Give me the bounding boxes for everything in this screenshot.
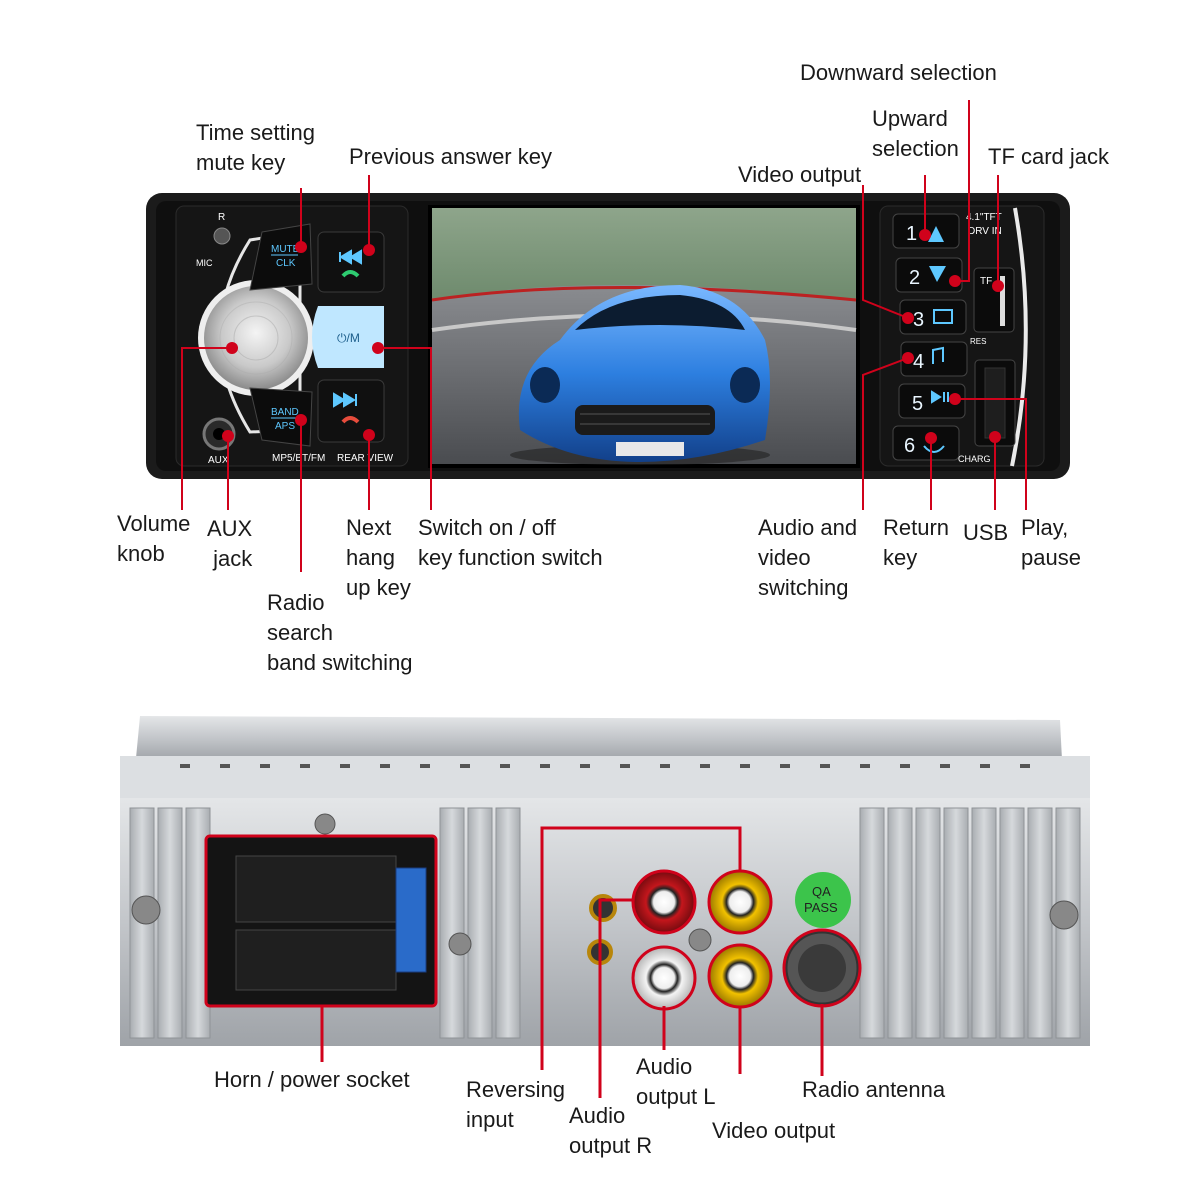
key-2[interactable]: 2 (895, 257, 963, 293)
label-volume-knob: Volume knob (117, 511, 191, 566)
svg-text:APS: APS (275, 421, 295, 432)
next-track-icon (333, 392, 357, 408)
label-audio-output-r: Audio output R (569, 1103, 653, 1158)
label-audio-output-l: Audio output L (636, 1054, 716, 1109)
next-hang-up-button[interactable] (317, 379, 385, 443)
label-radio-antenna: Radio antenna (802, 1077, 946, 1102)
return-icon (923, 445, 945, 453)
ir-sensor (213, 227, 231, 245)
label-aux-jack: AUX jack (207, 516, 253, 571)
band-aps-button[interactable]: BAND APS (249, 387, 313, 447)
svg-text:3: 3 (913, 309, 924, 331)
svg-text:1: 1 (906, 223, 917, 245)
tv-icon (933, 309, 953, 324)
label-return-key: Return key (883, 515, 950, 570)
rear-callouts (204, 826, 862, 1098)
tft-label: 4.1"TFT (966, 212, 1002, 223)
rear-view-label: REAR VIEW (337, 453, 394, 464)
key-6[interactable]: 6 (892, 425, 960, 461)
svg-text:PASS: PASS (804, 900, 838, 915)
drv-in-label: DRV IN (968, 226, 1002, 237)
res-label: RES (970, 337, 986, 346)
audio-r-jack (634, 872, 694, 932)
label-video-output-bottom: Video output (712, 1118, 836, 1143)
label-horn-power: Horn / power socket (214, 1067, 410, 1092)
charg-label: CHARG (958, 454, 991, 464)
label-switch-on-off: Switch on / off key function switch (418, 515, 603, 570)
music-icon (932, 346, 944, 364)
qa-pass-sticker: QA PASS (795, 872, 851, 928)
phone-hangup-icon (341, 416, 360, 424)
label-audio-video-switching: Audio and video switching (758, 515, 858, 600)
phone-answer-icon (341, 270, 360, 278)
svg-text:2: 2 (909, 267, 920, 289)
label-time-setting-mute: Time setting mute key (196, 120, 316, 175)
screw-icon (131, 813, 1079, 956)
label-play-pause: Play, pause (1021, 515, 1081, 570)
svg-text:4: 4 (913, 351, 924, 373)
front-panel: R MIC AUX MUTE CLK BAND APS (146, 193, 1070, 479)
aux-label: AUX (208, 455, 229, 466)
arrow-down-icon (929, 266, 946, 282)
prev-track-icon (339, 249, 362, 265)
key-4[interactable]: 4 (900, 341, 968, 377)
usb-port[interactable] (974, 359, 1016, 447)
key-3[interactable]: 3 (899, 299, 967, 335)
svg-text:5: 5 (912, 393, 923, 415)
svg-text:CLK: CLK (276, 258, 296, 269)
svg-text:⏻/M: ⏻/M (337, 331, 360, 345)
rear-panel: QA PASS (120, 716, 1090, 1046)
label-tf-card-jack: TF card jack (988, 144, 1110, 169)
reversing-terminal (589, 894, 617, 922)
video-out-jack (710, 946, 770, 1006)
audio-l-jack (634, 948, 694, 1008)
arrow-up-icon (928, 226, 944, 242)
svg-text:TF: TF (980, 276, 992, 287)
label-reversing-input: Reversing input (466, 1077, 566, 1132)
volume-knob[interactable] (198, 280, 314, 396)
mp5-label: MP5/BT/FM (272, 453, 325, 464)
front-callout-dots (222, 229, 1004, 444)
tft-screen (428, 205, 860, 468)
label-radio-search: Radio search band switching (267, 590, 413, 675)
previous-answer-button[interactable] (317, 231, 385, 293)
ir-label: R (218, 212, 225, 223)
svg-text:QA: QA (812, 884, 831, 899)
label-previous-answer: Previous answer key (349, 144, 552, 169)
mute-clk-button[interactable]: MUTE CLK (249, 223, 313, 291)
video-out-jack-top (710, 872, 770, 932)
svg-text:MUTE: MUTE (271, 244, 300, 255)
car-image (510, 285, 770, 465)
key-5[interactable]: 5 (898, 383, 966, 419)
play-pause-icon (931, 390, 949, 404)
label-next-hang-up: Next hang up key (346, 515, 411, 600)
tf-card-slot[interactable]: TF (973, 267, 1015, 333)
label-upward-selection: Upward selection (872, 106, 959, 161)
mic-label: MIC (196, 258, 213, 268)
label-downward-selection: Downward selection (800, 60, 997, 85)
power-socket (206, 836, 436, 1006)
label-video-output-top: Video output (738, 162, 862, 187)
label-usb: USB (963, 520, 1009, 545)
svg-text:BAND: BAND (271, 407, 299, 418)
power-mode-button[interactable]: ⏻/M (312, 306, 384, 368)
svg-text:6: 6 (904, 435, 915, 457)
